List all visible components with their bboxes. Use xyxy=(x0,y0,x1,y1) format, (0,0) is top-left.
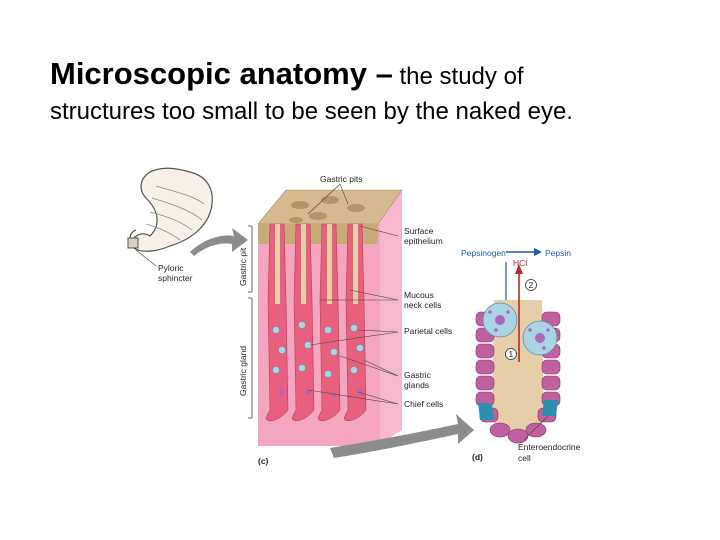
step-2-number: 2 xyxy=(529,280,534,290)
gastric-gland-block xyxy=(257,189,403,446)
parietal-cells-label: Parietal cells xyxy=(404,326,452,336)
hcl-label: HCl xyxy=(513,258,527,268)
chief-cells-label: Chief cells xyxy=(404,399,443,409)
title-definition-start: the study of xyxy=(392,63,524,90)
zoom-arrow-to-gland-detail xyxy=(330,414,474,458)
mucous-neck-cells-label: Mucous xyxy=(404,290,434,300)
stomach-illustration xyxy=(127,167,213,267)
pepsin-label: Pepsin xyxy=(545,248,571,258)
gastric-gland-detail xyxy=(475,300,561,444)
enteroendocrine-cell-label: Enteroendocrine xyxy=(518,442,581,452)
pyloric-sphincter-label-2: sphincter xyxy=(158,273,193,283)
surface-epithelium-label: Surface xyxy=(404,226,434,236)
gastric-gland-label: Gastric gland xyxy=(238,346,248,396)
enteroendocrine-cell-label-2: cell xyxy=(518,453,531,463)
panel-d-label: (d) xyxy=(472,452,483,462)
pyloric-sphincter-label: Pyloric xyxy=(158,263,184,273)
slide-title-line-2: structures too small to be seen by the n… xyxy=(50,98,573,125)
pepsinogen-label: Pepsinogen xyxy=(461,248,506,258)
step-2-marker xyxy=(525,279,537,291)
gastric-glands-label-2: glands xyxy=(404,380,429,390)
zoom-arrow-to-glands xyxy=(190,228,248,256)
gastric-pit-label: Gastric pit xyxy=(238,247,248,286)
pyloric-leader-line xyxy=(135,249,157,267)
step-1-number: 1 xyxy=(509,349,514,359)
gastric-glands-label: Gastric xyxy=(404,370,432,380)
panel-c-label: (c) xyxy=(258,456,269,466)
title-term: Microscopic anatomy – xyxy=(50,56,393,91)
gastric-pits-label: Gastric pits xyxy=(320,174,363,184)
step-1-marker xyxy=(505,348,517,360)
label-leader-lines xyxy=(307,183,399,405)
slide-title-line-1: Microscopic anatomy – the study of xyxy=(50,56,524,92)
surface-epithelium-label-2: epithelium xyxy=(404,236,443,246)
mucous-neck-cells-label-2: neck cells xyxy=(404,300,441,310)
